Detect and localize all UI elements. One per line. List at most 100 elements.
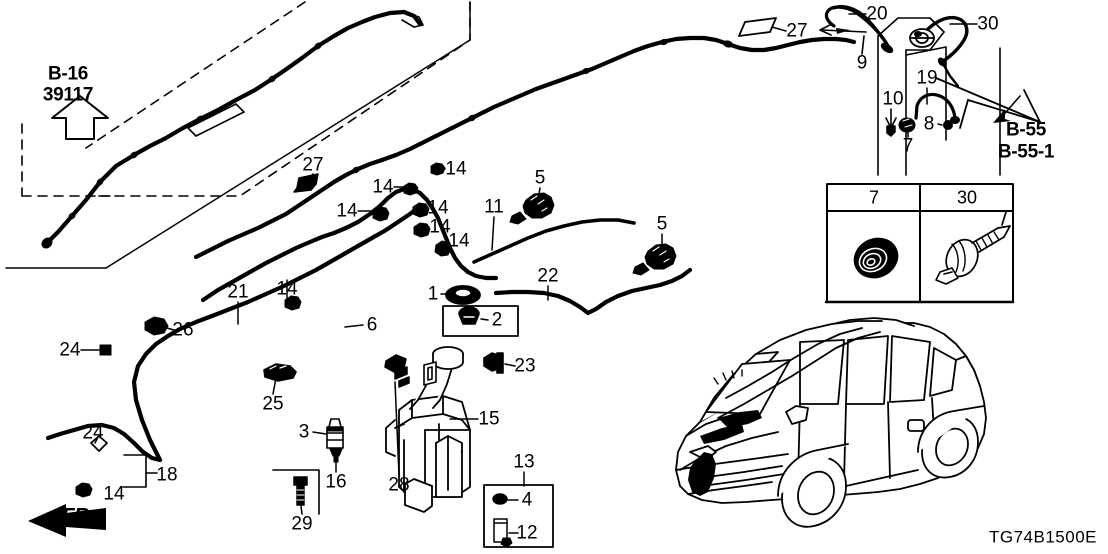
washer-tank-bracket bbox=[385, 419, 405, 457]
part-callout-16: 16 bbox=[325, 471, 347, 493]
part-2-box bbox=[442, 305, 519, 337]
legend-icon-30-rings bbox=[951, 240, 966, 273]
diagram-code: TG74B1500E bbox=[988, 527, 1098, 547]
part-callout-8: 8 bbox=[923, 113, 935, 135]
part-9-tip bbox=[836, 28, 850, 34]
part-callout-18: 18 bbox=[156, 464, 178, 486]
part-callout-5: 5 bbox=[656, 213, 668, 235]
part-callout-20: 20 bbox=[866, 3, 888, 25]
legend-icon-30-threads bbox=[975, 231, 1000, 251]
section-ref-b55: B-55 bbox=[1006, 119, 1046, 141]
part-callout-23: 23 bbox=[514, 355, 536, 377]
part-callout-5: 5 bbox=[534, 167, 546, 189]
part-callout-19: 19 bbox=[916, 67, 938, 89]
part-19-hose bbox=[914, 92, 957, 120]
washer-pump-3-body bbox=[326, 426, 344, 432]
part-callout-28: 28 bbox=[388, 474, 410, 496]
part-callout-9: 9 bbox=[856, 52, 868, 74]
b16-hose-fittings bbox=[41, 42, 322, 249]
part-12-pump bbox=[493, 518, 508, 543]
part-30-tip bbox=[937, 57, 947, 67]
b16-solid-boundary bbox=[5, 1, 471, 269]
part-callout-29: 29 bbox=[291, 513, 313, 535]
part-callout-24: 24 bbox=[82, 422, 104, 444]
part-30-stem bbox=[940, 60, 960, 88]
washer-nozzle-right bbox=[632, 243, 677, 276]
upper-roof-hose bbox=[193, 35, 857, 260]
part-callout-30: 30 bbox=[977, 13, 999, 35]
legend-header-30: 30 bbox=[956, 187, 978, 208]
part-callout-12: 12 bbox=[516, 522, 538, 544]
b55-arrow-shaft bbox=[998, 95, 1021, 121]
leader-lines bbox=[80, 13, 978, 534]
part-callout-14: 14 bbox=[372, 176, 394, 198]
part-callout-26: 26 bbox=[172, 319, 194, 341]
part-10-clip bbox=[886, 125, 896, 137]
part-callout-14: 14 bbox=[429, 216, 451, 238]
part-8-dot bbox=[943, 120, 953, 130]
upper-roof-hose-nodes bbox=[352, 38, 733, 174]
bolt-28 bbox=[384, 354, 410, 388]
grommet-2 bbox=[458, 306, 480, 325]
part-callout-14: 14 bbox=[445, 158, 467, 180]
b16-washer-hose bbox=[44, 9, 423, 246]
part-callout-14: 14 bbox=[103, 483, 125, 505]
washer-nozzle-right-detail bbox=[652, 246, 670, 263]
part-callout-25: 25 bbox=[262, 393, 284, 415]
direction-marker: FR. bbox=[61, 504, 95, 528]
part-19-end bbox=[950, 116, 960, 124]
part-callout-3: 3 bbox=[298, 421, 310, 443]
hose-clips bbox=[75, 162, 452, 498]
legend-icon-7 bbox=[853, 237, 899, 279]
washer-tank-foot bbox=[404, 478, 433, 513]
vehicle-sprayer-marks bbox=[713, 369, 743, 385]
part-callout-11: 11 bbox=[484, 196, 504, 218]
washer-nozzle-left bbox=[509, 192, 555, 225]
clip-26 bbox=[144, 316, 169, 336]
part-callout-15: 15 bbox=[478, 408, 500, 430]
bracket-18 bbox=[122, 454, 158, 488]
b16-hose-connector bbox=[187, 11, 424, 137]
washer-tank-lower-cavity bbox=[435, 435, 463, 498]
bolt-29 bbox=[293, 476, 308, 506]
roof-rail-hose bbox=[200, 186, 499, 303]
part-callout-27: 27 bbox=[786, 20, 808, 42]
clip-24-square bbox=[99, 344, 112, 356]
grommet-16 bbox=[329, 448, 343, 463]
part-callout-14: 14 bbox=[276, 278, 298, 300]
washer-pump-3 bbox=[326, 418, 344, 449]
middle-washer-hose bbox=[493, 267, 693, 316]
fr-direction-arrow bbox=[28, 504, 106, 537]
clip-25-detail bbox=[269, 365, 287, 370]
part-10-arrow bbox=[885, 108, 897, 129]
hose-loop-20-tip bbox=[880, 42, 894, 54]
part-callout-21: 21 bbox=[227, 281, 249, 303]
part-callout-2: 2 bbox=[491, 309, 503, 331]
bracket-29 bbox=[272, 469, 320, 515]
part-4-grommet bbox=[492, 493, 508, 505]
clip-23 bbox=[483, 352, 504, 374]
vehicle-hose-route bbox=[717, 327, 881, 419]
washer-nozzle-left-detail bbox=[530, 195, 548, 212]
part-30-valve bbox=[909, 28, 935, 48]
section-ref-b16-number: 39117 bbox=[42, 84, 94, 106]
part-12-connector bbox=[500, 537, 513, 548]
nozzle-feed-hose-left bbox=[472, 218, 636, 264]
vehicle-illustration bbox=[675, 317, 987, 528]
bolt-29-thread bbox=[296, 489, 305, 501]
section-ref-b55-1: B-55-1 bbox=[997, 141, 1055, 163]
legend-icon-30-body bbox=[935, 267, 959, 285]
filler-neck-clip bbox=[423, 361, 437, 386]
part-callout-14: 14 bbox=[427, 197, 449, 219]
legend-icon-7-edge bbox=[885, 240, 895, 248]
part-callout-14: 14 bbox=[336, 200, 358, 222]
part-callout-27: 27 bbox=[302, 154, 324, 176]
part-callout-10: 10 bbox=[882, 88, 904, 110]
part-callout-24: 24 bbox=[59, 339, 81, 361]
legend-icon-30 bbox=[945, 211, 1011, 278]
part-7-grommet-detail bbox=[902, 118, 913, 128]
clip-24-diamond bbox=[90, 435, 108, 452]
washer-cap-1-inner bbox=[454, 288, 472, 298]
